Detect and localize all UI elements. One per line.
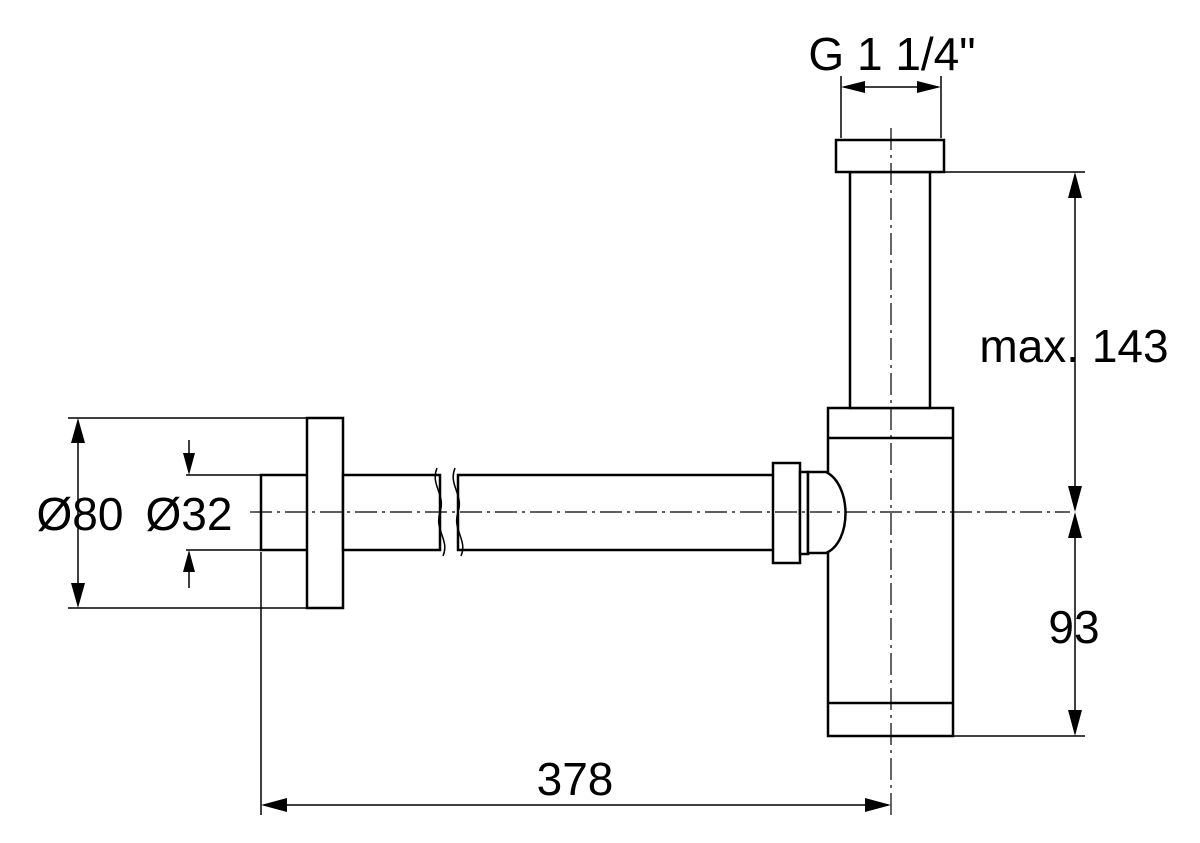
rosette-diameter-label: Ø80: [37, 488, 124, 540]
rosette-diameter-dimension: [68, 417, 307, 609]
height-dimension: [944, 171, 1085, 512]
length-label: 378: [537, 753, 614, 805]
length-dimension: [260, 552, 891, 815]
wall-rosette: [305, 416, 345, 610]
pipe-nut-outer: [771, 461, 802, 565]
pipe-diameter-label: Ø32: [146, 488, 233, 540]
thread-dimension: [840, 76, 942, 138]
thread-label: G 1 1/4": [808, 28, 975, 80]
depth-label: 93: [1048, 601, 1099, 653]
inlet-nut: [834, 138, 946, 174]
height-label: max. 143: [979, 320, 1168, 372]
depth-dimension: [953, 512, 1085, 737]
inlet-tube: [848, 170, 932, 410]
pipe-diameter-dimension: [183, 440, 261, 588]
